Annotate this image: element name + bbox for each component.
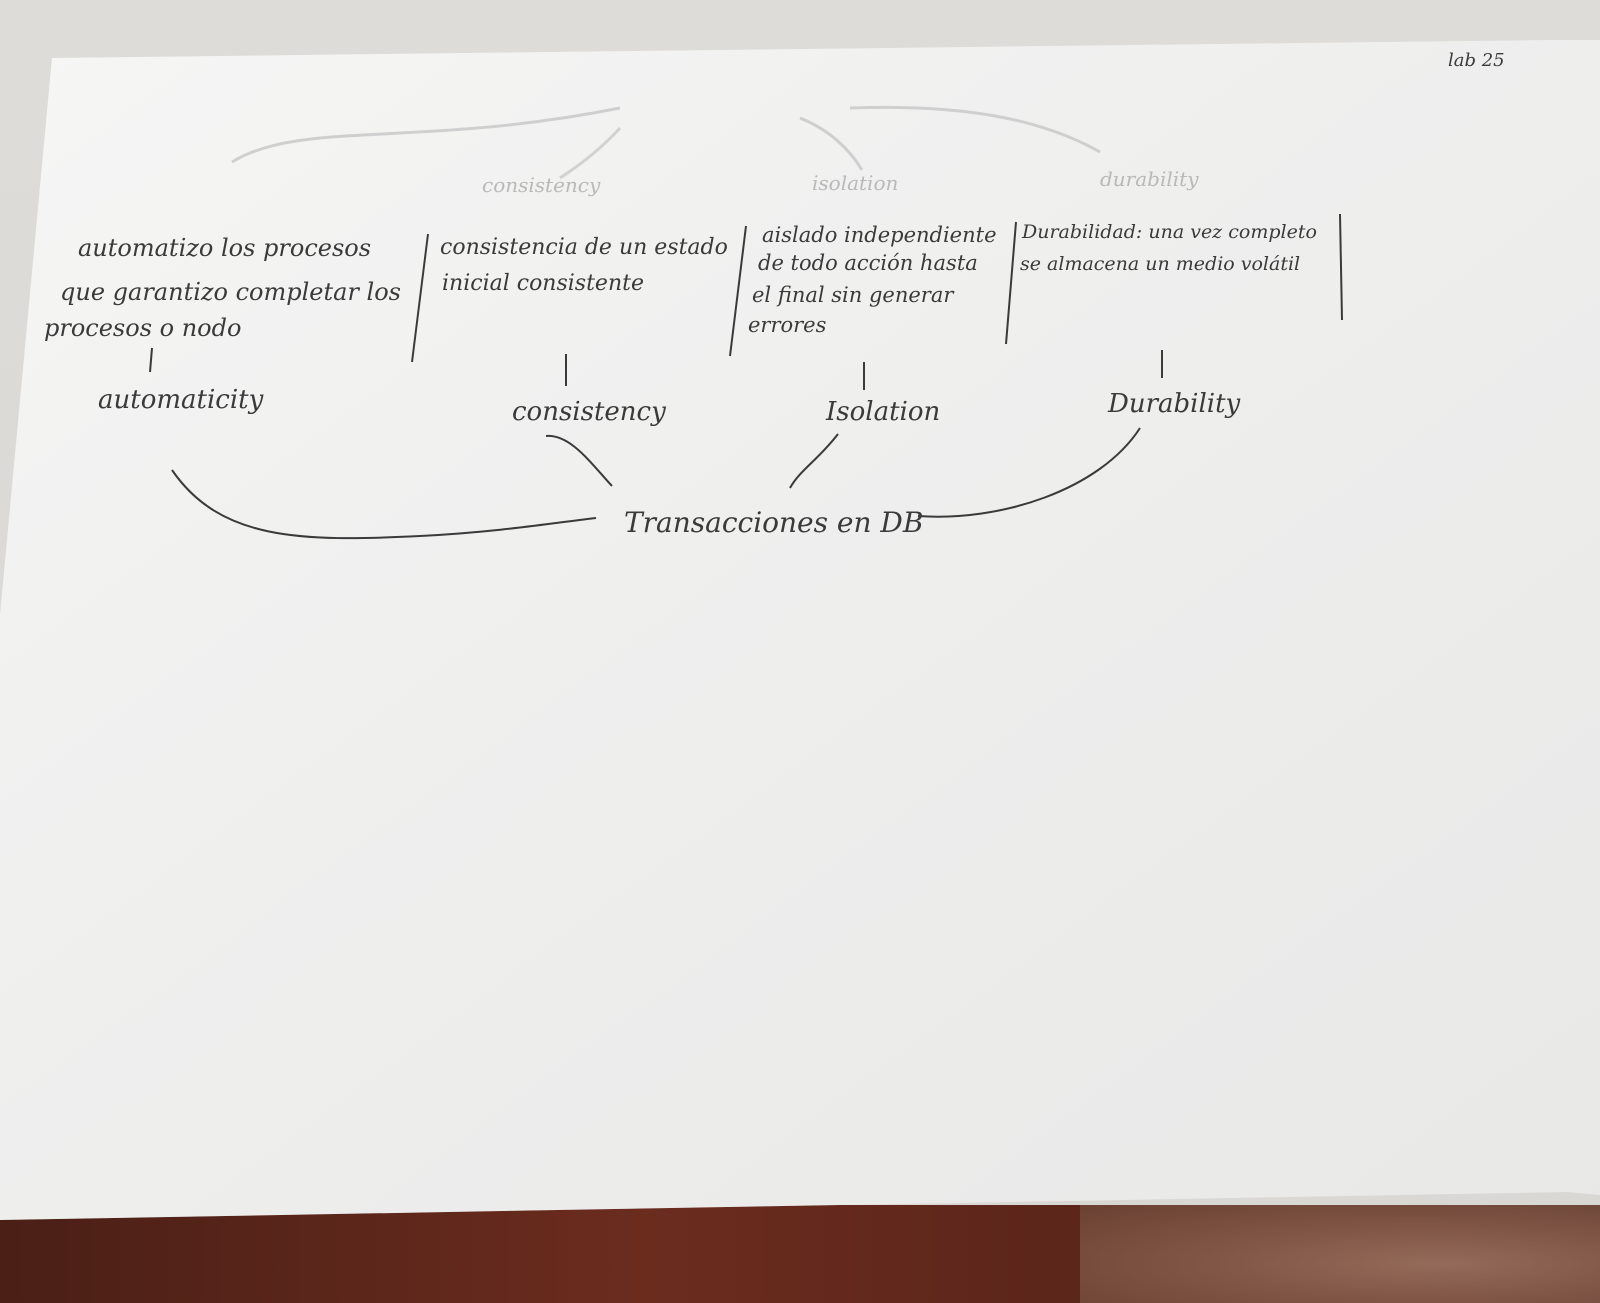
property-label-automaticity: automaticity	[98, 385, 264, 415]
column-divider-4	[1339, 213, 1343, 321]
corner-label: lab 25	[1448, 50, 1505, 71]
arm-in-frame	[1080, 1205, 1600, 1303]
description-line: automatizo los procesos	[78, 234, 371, 262]
description-line: procesos o nodo	[44, 314, 241, 342]
connector-isolation	[789, 433, 839, 489]
connector-consistency	[545, 434, 613, 487]
description-line: se almacena un medio volátil	[1020, 253, 1300, 275]
table-surface	[0, 1205, 1600, 1303]
description-line: errores	[748, 313, 827, 337]
description-line: que garantizo completar los	[60, 278, 401, 306]
column-divider-3	[1005, 221, 1017, 345]
faded-item-3: isolation	[812, 171, 898, 195]
description-line: de todo acción hasta	[758, 251, 978, 275]
faded-arc-left	[231, 106, 621, 164]
property-label-consistency: consistency	[512, 397, 666, 427]
description-isolation: aislado independiente de todo acción has…	[748, 223, 997, 337]
description-line: inicial consistente	[442, 271, 644, 296]
property-label-isolation: Isolation	[825, 397, 940, 427]
property-label-durability: Durability	[1107, 389, 1241, 419]
description-line: consistencia de un estado	[440, 235, 728, 260]
connector-durability	[917, 427, 1141, 518]
faded-erased-header: consistency isolation durability	[231, 105, 1199, 197]
description-consistency: consistencia de un estado inicial consis…	[440, 235, 728, 296]
faded-item-4: durability	[1100, 167, 1199, 191]
faded-arc-right	[849, 105, 1101, 154]
tick-automaticity	[149, 347, 153, 373]
description-automaticity: automatizo los procesos que garantizo co…	[44, 234, 401, 342]
faded-item-2: consistency	[482, 173, 601, 197]
description-line: Durabilidad: una vez completo	[1021, 221, 1317, 243]
center-node-label: Transacciones en DB	[624, 506, 923, 539]
description-line: el final sin generar	[752, 283, 955, 307]
connector-automaticity	[171, 469, 597, 540]
column-divider-1	[411, 233, 429, 363]
faded-branch	[799, 116, 864, 171]
faded-branch-2	[559, 126, 622, 180]
description-line: aislado independiente	[762, 223, 997, 247]
column-divider-2	[729, 225, 747, 357]
description-durability: Durabilidad: una vez completo se almacen…	[1020, 221, 1317, 275]
